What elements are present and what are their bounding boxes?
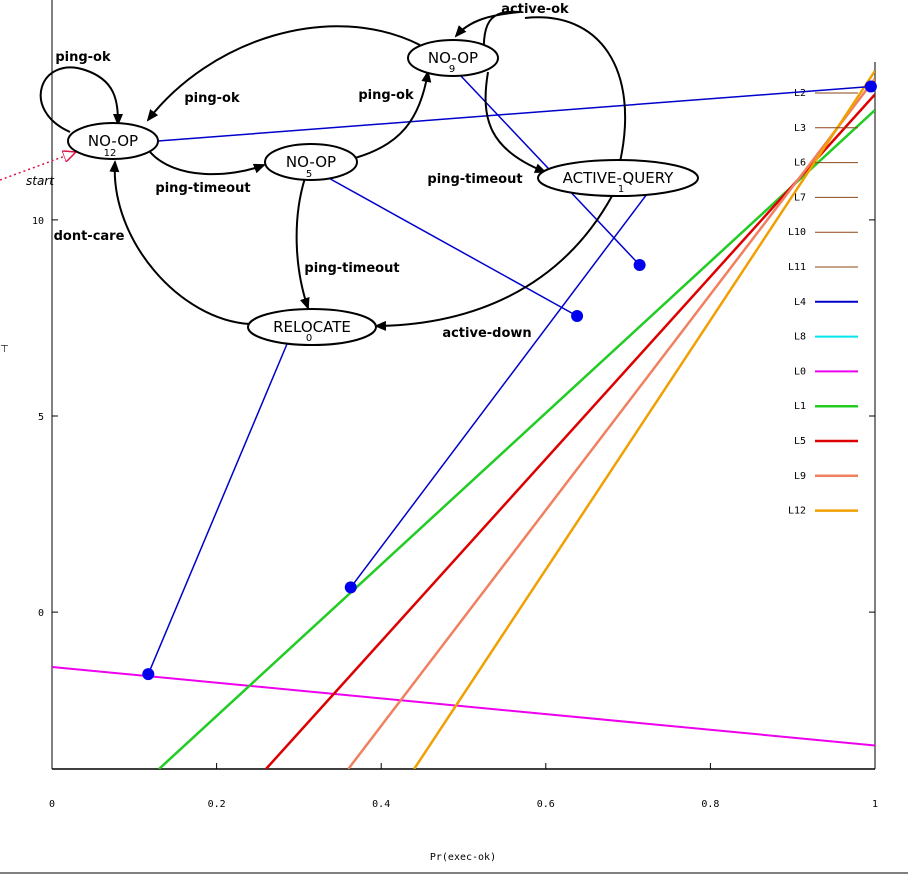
x-tick-label: 0.4 <box>372 799 390 810</box>
x-axis-label: Pr(exec-ok) <box>430 852 496 863</box>
x-ticks: 0 0.2 0.4 0.6 0.8 1 <box>49 763 878 810</box>
state-node-1: ACTIVE-QUERY 1 <box>537 159 699 197</box>
data-points <box>142 80 877 681</box>
edge-label-loop-9: active-ok <box>501 2 569 17</box>
state-number: 9 <box>449 64 455 75</box>
legend-label: L5 <box>794 436 806 447</box>
edge-label-0-to-12: dont-care <box>54 229 125 244</box>
legend-label: L3 <box>794 123 806 134</box>
state-point-links <box>147 74 871 675</box>
series-line-L0 <box>52 666 875 747</box>
edge-5-to-0 <box>295 177 310 310</box>
legend-label: L8 <box>794 332 806 343</box>
x-tick-label: 0.8 <box>701 799 719 810</box>
edge-label-5-to-9: ping-ok <box>358 88 414 103</box>
legend-label: L12 <box>788 506 806 517</box>
edge-5-to-9 <box>354 70 432 159</box>
y-ticks: 0 5 10 <box>32 216 875 619</box>
edge-0-to-12 <box>109 160 251 325</box>
link-line-s5 <box>324 175 578 317</box>
link-line-s12 <box>157 85 871 142</box>
state-node-5: NO-OP 5 <box>264 143 358 181</box>
data-point-s12 <box>864 80 877 93</box>
state-number: 12 <box>104 148 117 159</box>
state-number: 5 <box>306 169 312 180</box>
link-line-s0 <box>147 343 288 675</box>
start-arrow <box>0 152 76 181</box>
state-node-0: RELOCATE 0 <box>247 308 377 346</box>
series-line-L1 <box>158 109 875 769</box>
series-line-L12 <box>413 70 875 769</box>
x-tick-label: 0.2 <box>208 799 226 810</box>
legend-label: L11 <box>788 262 806 273</box>
state-node-9: NO-OP 9 <box>407 39 499 77</box>
legend-label: L4 <box>794 297 806 308</box>
legend-label: L0 <box>794 366 806 377</box>
edge-label-9-to-12: ping-ok <box>184 91 240 106</box>
legend-label: L10 <box>788 227 806 238</box>
series-line-L9 <box>347 77 875 769</box>
data-point-s1 <box>344 581 357 594</box>
legend-label: L6 <box>794 158 806 169</box>
legend-label: L7 <box>794 192 806 203</box>
diagram-edges <box>0 10 627 331</box>
edge-loop-9 <box>454 10 521 71</box>
series-line-L5 <box>265 93 875 769</box>
edge-loop-12 <box>39 66 123 133</box>
legend-label: L1 <box>794 401 806 412</box>
edge-9-to-12 <box>146 25 421 122</box>
edge-12-to-5 <box>149 151 266 176</box>
edge-1-outer-to-9 <box>524 16 627 163</box>
legend-label: L9 <box>794 471 806 482</box>
legend-label: L2 <box>794 88 806 99</box>
axis-glyph: ⊤ <box>0 344 9 355</box>
edge-label-12-to-5: ping-timeout <box>155 181 250 196</box>
state-label: NO-OP <box>88 132 138 150</box>
link-line-s1 <box>350 193 648 588</box>
state-node-12: NO-OP 12 <box>67 122 159 160</box>
start-label: start <box>26 174 55 188</box>
data-point-s0 <box>142 668 155 681</box>
y-tick-label: 10 <box>32 216 44 227</box>
edge-label-9-to-1: ping-timeout <box>427 172 522 187</box>
state-number: 1 <box>618 184 624 195</box>
edge-label-loop-12: ping-ok <box>55 50 111 65</box>
x-tick-label: 0.6 <box>537 799 555 810</box>
series-lines <box>52 70 875 769</box>
y-tick-label: 0 <box>38 608 44 619</box>
data-point-s5 <box>571 309 584 322</box>
x-tick-label: 0 <box>49 799 55 810</box>
data-point-s9 <box>633 258 646 271</box>
state-label: RELOCATE <box>273 318 351 336</box>
y-tick-label: 5 <box>38 412 44 423</box>
state-label: ACTIVE-QUERY <box>563 169 674 187</box>
edge-label-5-to-0: ping-timeout <box>304 261 399 276</box>
x-tick-label: 1 <box>872 799 878 810</box>
state-number: 0 <box>306 333 312 344</box>
edge-1-to-0 <box>374 195 613 331</box>
edge-label-1-to-0: active-down <box>442 326 531 341</box>
state-label: NO-OP <box>428 49 478 67</box>
edge-9-to-1 <box>484 71 547 173</box>
state-label: NO-OP <box>286 153 336 171</box>
